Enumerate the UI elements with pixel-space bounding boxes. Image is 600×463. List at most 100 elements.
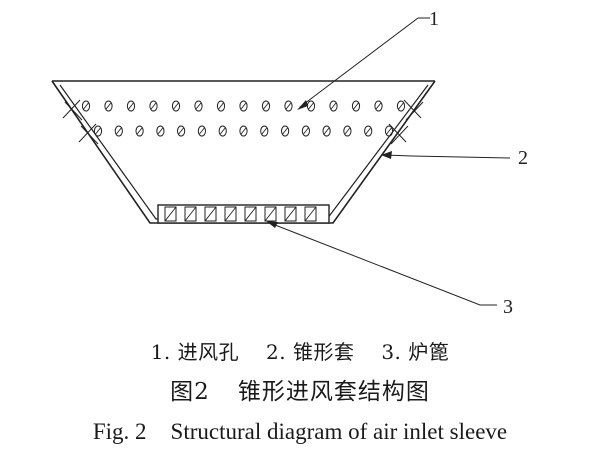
grate-bar	[264, 206, 277, 222]
grate-bar	[224, 206, 237, 222]
air-hole-hatch	[219, 127, 226, 135]
air-hole-hatch	[116, 127, 122, 135]
grate-bar	[244, 206, 257, 222]
leader-line-3	[269, 222, 497, 306]
leader-arrow-2	[381, 151, 392, 159]
air-hole-hatch	[173, 102, 179, 110]
air-hole	[284, 100, 293, 112]
air-hole-hatch	[330, 102, 337, 110]
air-hole	[281, 125, 290, 137]
air-hole	[218, 125, 227, 137]
air-hole-hatch	[128, 102, 134, 110]
air-hole	[322, 125, 331, 137]
air-hole-hatch	[353, 102, 359, 110]
air-hole	[260, 125, 269, 137]
legend: 1. 进风孔 2. 锥形套 3. 炉篦	[0, 336, 600, 365]
leader-line-1	[299, 17, 430, 108]
air-hole-hatch	[83, 102, 89, 110]
callout-3: 3	[503, 296, 513, 318]
air-hole	[81, 100, 91, 112]
legend-number-3: 3.	[381, 340, 402, 364]
legend-item-3: 3. 炉篦	[381, 340, 449, 364]
grate-bar-hatch	[224, 206, 237, 222]
air-hole	[177, 125, 186, 137]
leader-arrow-1	[297, 100, 308, 110]
air-hole-hatch	[282, 127, 288, 135]
air-hole-hatch	[344, 127, 351, 135]
air-hole	[135, 125, 144, 137]
grate-bar	[184, 206, 197, 222]
callout-2: 2	[518, 147, 528, 169]
legend-name-1: 进风孔	[177, 340, 240, 364]
air-hole	[114, 125, 123, 137]
air-hole	[374, 100, 383, 112]
air-hole-hatch	[263, 102, 269, 110]
leader-arrow-3	[266, 221, 278, 228]
grate-bar-hatch	[164, 206, 177, 222]
legend-name-3: 炉篦	[408, 340, 450, 364]
air-hole	[384, 125, 394, 137]
air-hole	[396, 100, 406, 112]
air-hole-hatch	[95, 127, 101, 135]
grate-bar-hatch	[304, 206, 317, 222]
caption-en-fig: Fig. 2	[92, 419, 147, 444]
air-hole-hatch	[398, 102, 404, 110]
air-hole-hatch	[375, 102, 382, 110]
grate-bar-hatch	[184, 206, 197, 222]
air-hole-hatch	[150, 102, 157, 110]
air-hole	[343, 125, 352, 137]
air-hole-hatch	[218, 102, 224, 110]
caption-cn-fig: 图2	[170, 379, 210, 405]
air-hole-hatch	[136, 127, 143, 135]
air-hole-hatch	[195, 102, 202, 110]
air-hole-hatch	[105, 102, 112, 110]
air-hole-hatch	[240, 127, 247, 135]
callout-1: 1	[429, 8, 439, 30]
air-hole-hatch	[285, 102, 292, 110]
air-hole-hatch	[261, 127, 268, 135]
air-hole	[104, 100, 113, 112]
air-hole	[156, 125, 165, 137]
grate-bar	[284, 206, 297, 222]
air-hole	[126, 100, 136, 112]
grate-bar	[304, 206, 317, 222]
air-hole-hatch	[240, 102, 247, 110]
air-hole	[261, 100, 271, 112]
air-inlet-sleeve-diagram: 1 2 3	[51, 8, 528, 318]
grate-bar-hatch	[264, 206, 277, 222]
air-hole	[329, 100, 338, 112]
air-hole-hatch	[323, 127, 330, 135]
air-hole	[239, 125, 248, 137]
air-hole	[197, 125, 206, 137]
air-inlet-holes	[81, 100, 406, 137]
grate-bar-hatch	[244, 206, 257, 222]
air-hole	[194, 100, 203, 112]
grate-bar	[164, 206, 177, 222]
air-hole	[216, 100, 226, 112]
legend-number-2: 2.	[266, 340, 287, 364]
air-hole-hatch	[303, 127, 309, 135]
air-hole-hatch	[386, 127, 392, 135]
air-hole-hatch	[178, 127, 184, 135]
right-weld-marks	[388, 99, 424, 145]
caption-en-title: Structural diagram of air inlet sleeve	[170, 419, 508, 444]
caption-english: Fig. 2 Structural diagram of air inlet sl…	[0, 419, 600, 445]
grate-bar	[204, 206, 217, 222]
air-hole-hatch	[199, 127, 205, 135]
air-hole	[171, 100, 181, 112]
grate-cells	[164, 206, 317, 222]
air-hole-hatch	[157, 127, 164, 135]
grate-frame	[157, 204, 330, 224]
air-hole	[364, 125, 373, 137]
grate-bar-hatch	[204, 206, 217, 222]
legend-name-2: 锥形套	[292, 340, 355, 364]
air-hole-hatch	[365, 127, 371, 135]
air-hole	[149, 100, 158, 112]
left-weld-marks	[62, 99, 99, 145]
grate	[157, 204, 330, 224]
legend-item-2: 2. 锥形套	[266, 340, 361, 364]
leader-line-2	[383, 154, 511, 159]
air-hole-hatch	[308, 102, 314, 110]
air-hole	[351, 100, 361, 112]
